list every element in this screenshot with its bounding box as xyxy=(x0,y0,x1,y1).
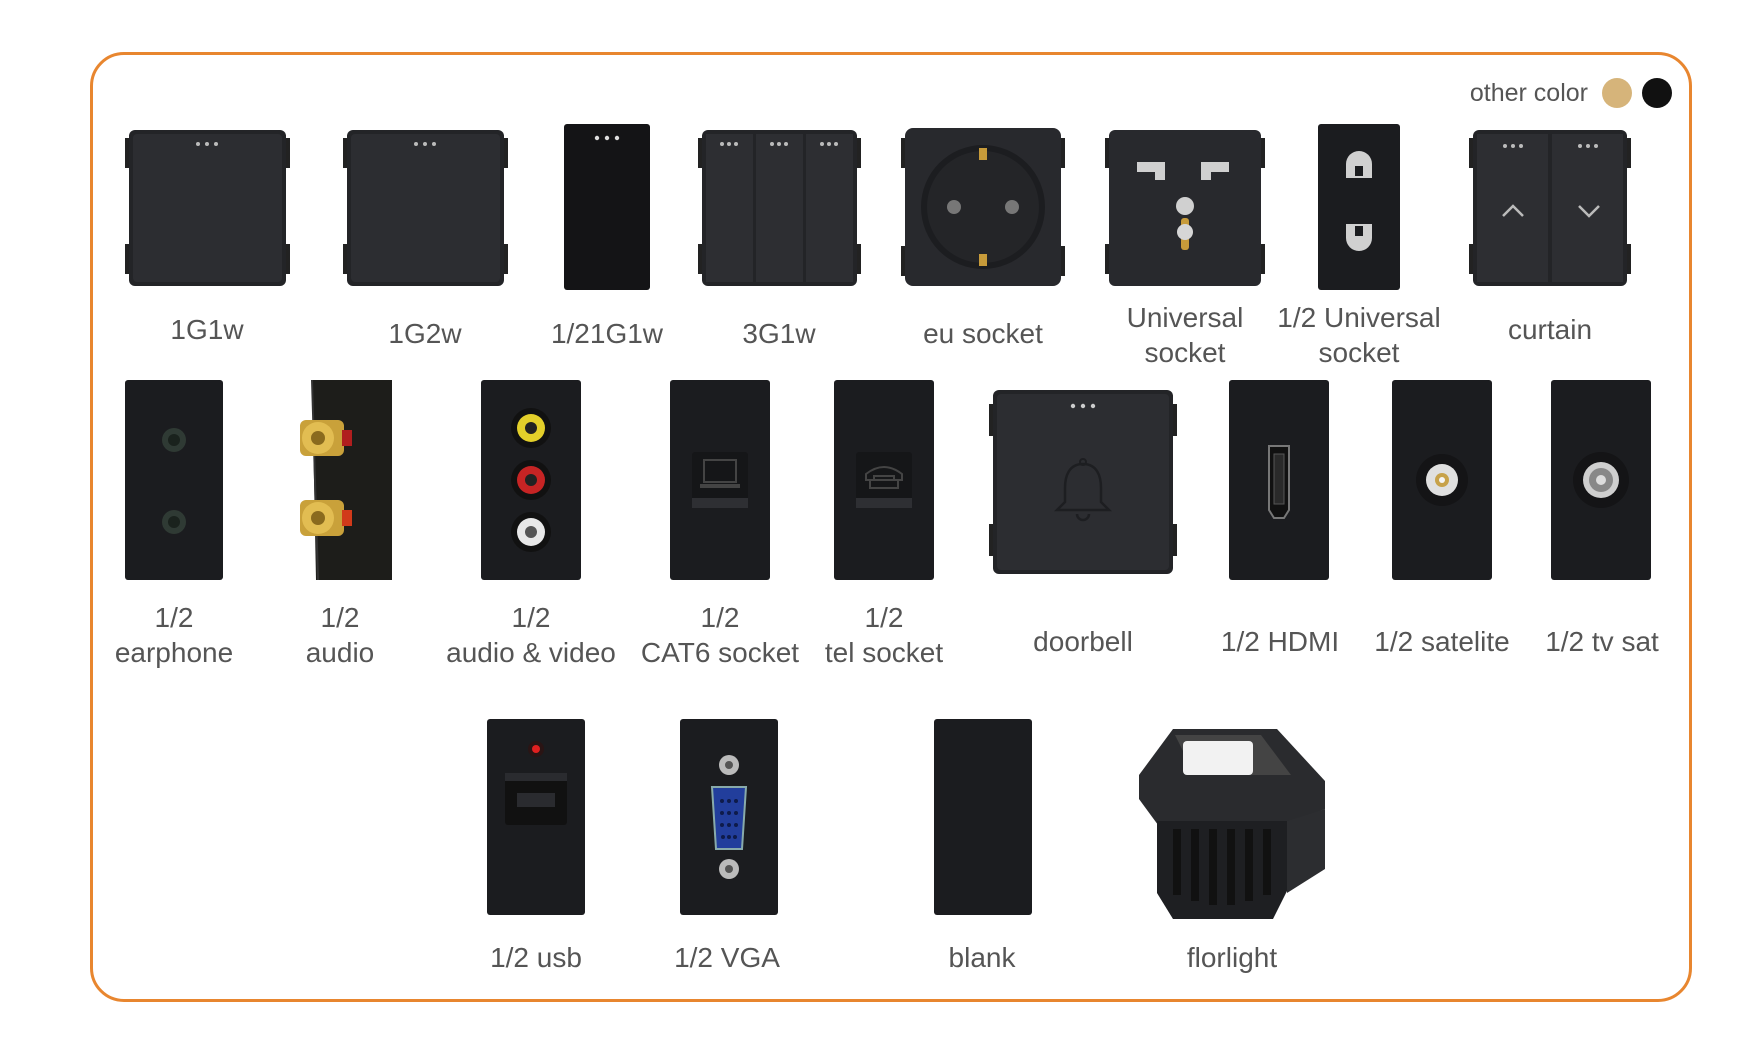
product-label: 1/2 usb xyxy=(490,942,582,973)
speaker-terminal-icon xyxy=(300,379,392,581)
single-gang-switch-icon xyxy=(125,130,290,286)
black-swatch xyxy=(1642,78,1672,108)
usb-socket-icon xyxy=(487,719,585,915)
half-universal-socket-icon xyxy=(1318,124,1400,290)
gold-swatch xyxy=(1602,78,1632,108)
product-label: eu socket xyxy=(923,318,1043,349)
product-label: blank xyxy=(948,942,1016,973)
product-label: curtain xyxy=(1507,314,1593,345)
product-label: 1/2 CAT6 socket xyxy=(640,602,800,668)
vga-socket-icon xyxy=(680,719,778,915)
product-label: 1/2 HDMI xyxy=(1220,626,1340,657)
product-label: 1/2 VGA xyxy=(674,942,780,973)
blank-plate-icon xyxy=(934,719,1032,915)
earphone-jack-icon xyxy=(125,380,223,580)
tv-sat-socket-icon xyxy=(1551,380,1651,580)
product-label: 1/2 audio xyxy=(305,602,375,668)
product-label: 1/21G1w xyxy=(550,318,664,349)
product-label: 1/2 tv sat xyxy=(1545,626,1659,657)
product-label: 3G1w xyxy=(742,318,816,349)
product-label: 1/2 satelite xyxy=(1374,626,1510,657)
curtain-switch-icon xyxy=(1469,130,1631,286)
other-color-legend: other color xyxy=(1470,78,1672,108)
eu-socket-icon xyxy=(901,128,1065,286)
tel-socket-icon xyxy=(834,380,934,580)
product-label: florlight xyxy=(1186,942,1278,973)
half-switch-icon xyxy=(564,124,650,290)
hdmi-icon xyxy=(1229,380,1329,580)
other-color-label: other color xyxy=(1469,78,1588,107)
product-label: doorbell xyxy=(1033,626,1133,657)
product-label: 1/2 Universal socket xyxy=(1277,302,1441,368)
product-label: Universal socket xyxy=(1126,302,1244,368)
satellite-socket-icon xyxy=(1392,380,1492,580)
rca-av-icon xyxy=(481,380,581,580)
doorbell-icon xyxy=(989,390,1177,574)
product-label: 1/2 audio & video xyxy=(446,602,616,668)
product-label: 1G1w xyxy=(170,314,244,345)
product-panel-frame xyxy=(90,52,1692,1002)
single-gang-switch-icon xyxy=(343,130,508,286)
product-label: 1G2w xyxy=(388,318,462,349)
product-label: 1/2 tel socket xyxy=(824,602,944,668)
universal-socket-icon xyxy=(1105,130,1265,286)
product-label: 1/2 earphone xyxy=(114,602,234,668)
cat6-socket-icon xyxy=(670,380,770,580)
three-gang-switch-icon xyxy=(698,130,861,286)
floor-light-icon xyxy=(1139,729,1325,919)
